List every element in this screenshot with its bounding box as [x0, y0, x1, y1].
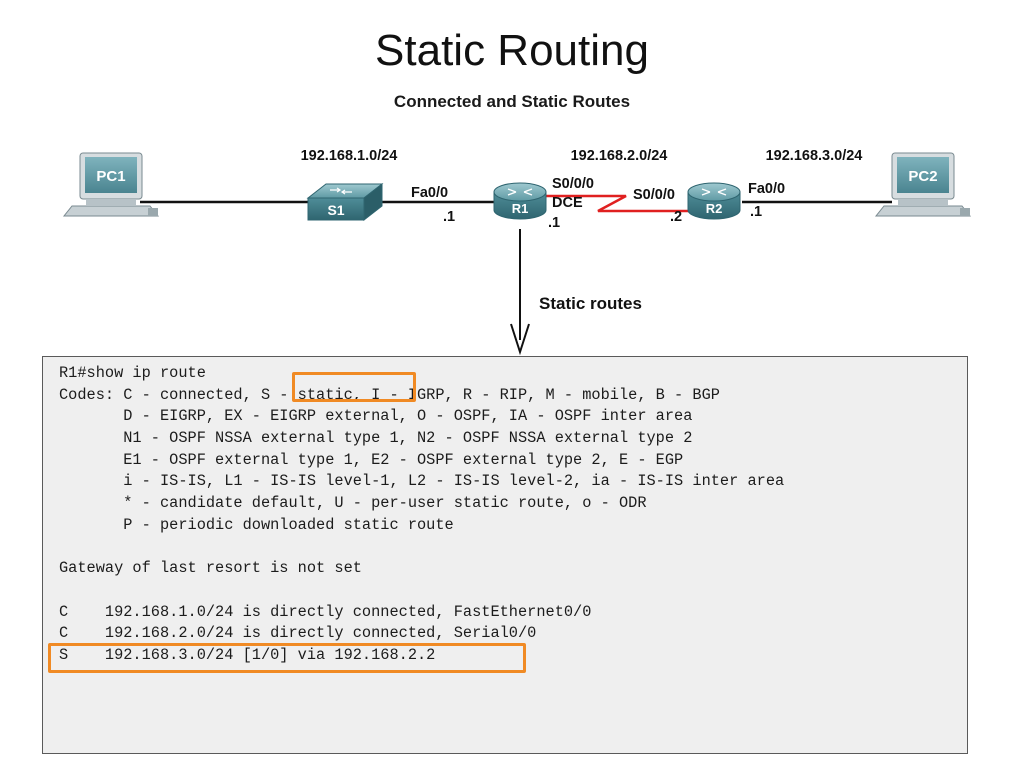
slide-subtitle: Connected and Static Routes: [393, 92, 631, 111]
r2-fa0-0-ip-label: .1: [750, 204, 762, 220]
terminal-line: [59, 580, 784, 602]
terminal-line: R1#show ip route: [59, 364, 206, 382]
static-routes-arrow: [510, 229, 530, 356]
s1-switch-icon: S1: [306, 182, 384, 222]
static-routes-label: Static routes: [539, 294, 642, 313]
r1-fa0-0-label: Fa0/0: [411, 185, 448, 201]
r1-router-icon: R1: [493, 182, 547, 220]
terminal-line: E1 - OSPF external type 1, E2 - OSPF ext…: [59, 450, 684, 469]
r2-s0-0-0-ip-label: .2: [670, 209, 682, 225]
terminal-line: [59, 537, 784, 559]
terminal-line: S 192.168.3.0/24 [1/0] via 192.168.2.2: [59, 645, 436, 664]
link-r1-r2-serial: [543, 194, 690, 213]
terminal-line: i - IS-IS, L1 - IS-IS level-1, L2 - IS-I…: [59, 472, 785, 491]
r1-s0-0-0-label: S0/0/0: [552, 176, 594, 192]
r1-s0-0-0-ip-label: .1: [548, 215, 560, 231]
terminal-line: D - EIGRP, EX - EIGRP external, O - OSPF…: [59, 407, 693, 426]
network-label-192-168-1: 192.168.1.0/24: [301, 148, 398, 164]
r2-label: R2: [706, 201, 723, 216]
terminal-line: * - candidate default, U - per-user stat…: [59, 494, 647, 513]
r1-fa0-0-ip-label: .1: [443, 209, 455, 225]
terminal-line: Codes: C - connected, S - static, I - IG…: [59, 385, 720, 404]
slide-title: Static Routing: [375, 26, 649, 75]
terminal-line: N1 - OSPF NSSA external type 1, N2 - OSP…: [59, 429, 693, 448]
pc1-label: PC1: [96, 168, 125, 185]
static-code-highlight-box: [292, 372, 416, 402]
terminal-line: P - periodic downloaded static route: [59, 515, 454, 534]
static-route-highlight-box: [48, 643, 526, 673]
pc2-icon: PC2: [874, 152, 972, 217]
r2-router-icon: R2: [687, 182, 741, 220]
network-label-192-168-3: 192.168.3.0/24: [766, 148, 863, 164]
terminal-line: C 192.168.1.0/24 is directly connected, …: [59, 602, 592, 621]
terminal-line: C 192.168.2.0/24 is directly connected, …: [59, 624, 537, 643]
r1-label: R1: [512, 201, 529, 216]
network-topology: PC1 S1 R1 R2 PC2 192.168.1.0/24 192.168.…: [62, 148, 972, 356]
pc1-icon: PC1: [62, 152, 160, 217]
s1-label: S1: [327, 202, 344, 218]
r2-s0-0-0-label: S0/0/0: [633, 187, 675, 203]
pc2-label: PC2: [908, 168, 937, 185]
r1-dce-label: DCE: [552, 195, 583, 211]
network-label-192-168-2: 192.168.2.0/24: [571, 148, 668, 164]
r2-fa0-0-label: Fa0/0: [748, 181, 785, 197]
terminal-line: Gateway of last resort is not set: [59, 559, 362, 578]
